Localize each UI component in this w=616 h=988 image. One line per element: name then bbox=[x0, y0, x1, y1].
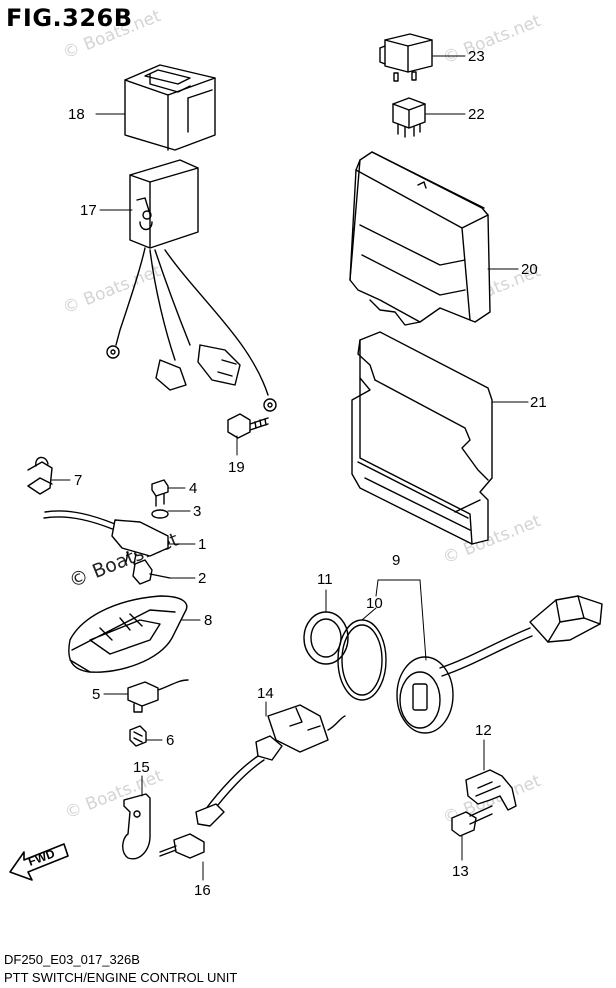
harness-14-drawing bbox=[195, 704, 346, 827]
relay-23-drawing bbox=[379, 33, 433, 82]
callout-12: 12 bbox=[475, 722, 492, 739]
callout-7: 7 bbox=[74, 472, 82, 489]
callout-15: 15 bbox=[133, 759, 150, 776]
meter-9-drawing bbox=[303, 595, 603, 734]
callout-20: 20 bbox=[521, 261, 538, 278]
clamp-12-drawing bbox=[451, 769, 517, 837]
callout-17: 17 bbox=[80, 202, 97, 219]
fwd-arrow-icon: FWD bbox=[9, 843, 69, 881]
figure-title: FIG.326B bbox=[6, 4, 133, 32]
callout-8: 8 bbox=[204, 612, 212, 629]
callout-21: 21 bbox=[530, 394, 547, 411]
module-17-drawing bbox=[106, 159, 277, 412]
callout-10: 10 bbox=[366, 595, 383, 612]
footer-title: PTT SWITCH/ENGINE CONTROL UNIT bbox=[4, 970, 238, 985]
callout-3: 3 bbox=[193, 503, 201, 520]
cover-8-drawing bbox=[68, 595, 188, 673]
sensor-5-drawing bbox=[127, 679, 189, 747]
callout-18: 18 bbox=[68, 106, 85, 123]
callout-19: 19 bbox=[228, 459, 245, 476]
callout-5: 5 bbox=[92, 686, 100, 703]
callout-11: 11 bbox=[317, 571, 333, 588]
bolt-19-drawing bbox=[227, 413, 269, 439]
callout-numbers: 18 17 23 22 20 21 19 7 4 3 1 2 8 5 6 9 1… bbox=[68, 48, 547, 899]
callout-22: 22 bbox=[468, 106, 485, 123]
callout-1: 1 bbox=[198, 536, 206, 553]
switch-1-drawing bbox=[43, 479, 171, 585]
callout-16: 16 bbox=[194, 882, 211, 899]
cover-21-drawing bbox=[351, 331, 493, 545]
footer-code: DF250_E03_017_326B bbox=[4, 952, 140, 967]
callout-6: 6 bbox=[166, 732, 174, 749]
bracket-15-drawing bbox=[122, 793, 205, 860]
callout-23: 23 bbox=[468, 48, 485, 65]
callout-14: 14 bbox=[257, 685, 274, 702]
callout-9: 9 bbox=[392, 552, 400, 569]
relay-22-drawing bbox=[392, 97, 426, 138]
callout-13: 13 bbox=[452, 863, 469, 880]
clamp-7-drawing bbox=[27, 456, 53, 495]
ecu-20-drawing bbox=[349, 151, 491, 326]
leader-lines bbox=[51, 55, 529, 881]
callout-2: 2 bbox=[198, 570, 206, 587]
callout-4: 4 bbox=[189, 480, 197, 497]
cap-18-drawing bbox=[124, 64, 216, 151]
